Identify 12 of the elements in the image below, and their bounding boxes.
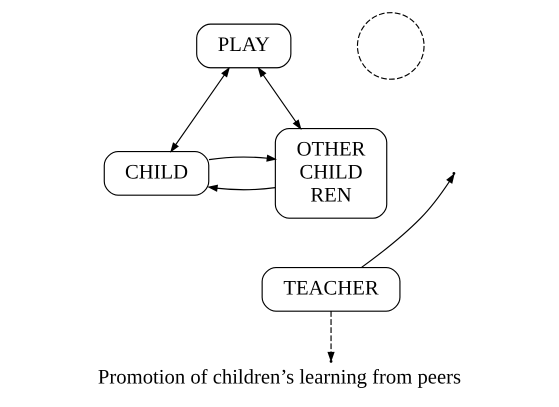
arrow <box>207 184 276 192</box>
node-box: PLAY <box>196 24 292 68</box>
node-box: TEACHER <box>262 266 401 312</box>
arrow <box>361 173 455 268</box>
caption: Promotion of children’s learning from peers <box>98 366 462 388</box>
node-box: CHILD <box>104 151 210 196</box>
node-circle <box>356 12 425 80</box>
arrow <box>208 154 277 162</box>
arrow <box>170 66 230 153</box>
node-box: OTHER CHILD REN <box>274 128 388 219</box>
arrow <box>327 311 335 362</box>
arrow <box>258 66 302 130</box>
